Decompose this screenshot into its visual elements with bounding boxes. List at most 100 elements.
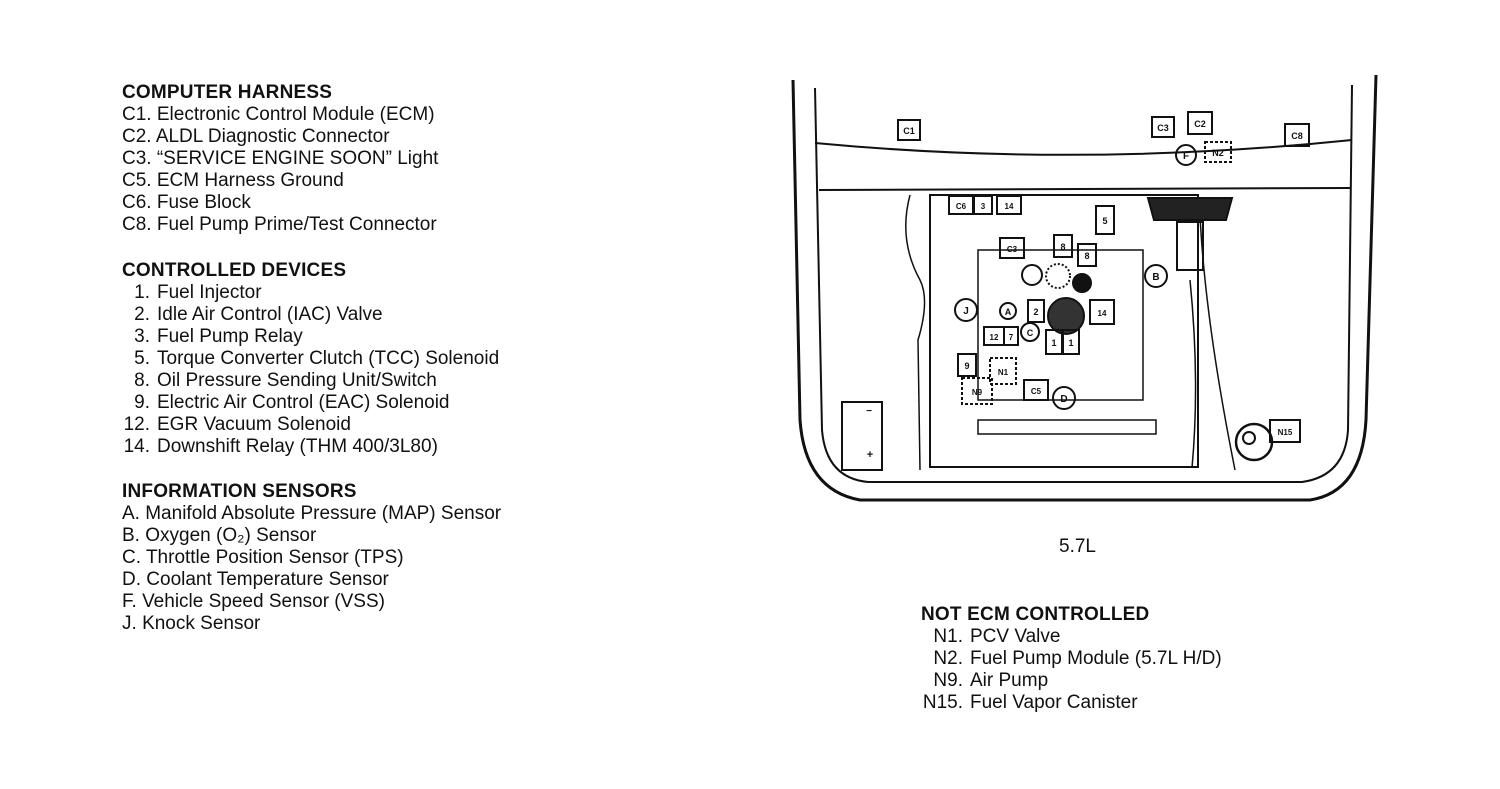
list-item: B. Oxygen (O₂) Sensor <box>122 525 501 547</box>
item-label: Electric Air Control (EAC) Solenoid <box>157 392 450 413</box>
item-code: 3. <box>134 326 150 347</box>
five-box <box>1095 205 1115 235</box>
compartment-inner-outline <box>814 84 1353 483</box>
c8-box <box>1284 123 1310 147</box>
c5-box <box>1023 379 1049 401</box>
item-code: N2. <box>933 648 963 669</box>
a-label: A <box>1005 307 1012 317</box>
computer-harness-section: COMPUTER HARNESS C1. Electronic Control … <box>122 82 438 236</box>
list-item: F. Vehicle Speed Sensor (VSS) <box>122 591 501 613</box>
battery-plus: + <box>867 449 873 461</box>
item-label: Air Pump <box>970 670 1049 691</box>
one2-label: 1 <box>1068 338 1073 348</box>
air-cleaner <box>1146 197 1234 221</box>
one2-box <box>1062 329 1080 355</box>
item-code: F. <box>122 591 137 612</box>
item-label: Oil Pressure Sending Unit/Switch <box>157 370 437 391</box>
fender-left <box>905 194 926 471</box>
item-label: Coolant Temperature Sensor <box>146 569 389 590</box>
c3-label: C3 <box>1157 123 1169 133</box>
item-label: Fuel Injector <box>157 282 262 303</box>
not-ecm-controlled-heading: NOT ECM CONTROLLED <box>921 604 1150 625</box>
c3b-box <box>999 237 1025 259</box>
c1-box <box>897 119 921 141</box>
controlled-devices-heading: CONTROLLED DEVICES <box>122 260 347 281</box>
seven-box <box>1003 326 1019 346</box>
information-sensors-section: INFORMATION SENSORS A. Manifold Absolute… <box>122 481 501 635</box>
item-label: EGR Vacuum Solenoid <box>157 414 351 435</box>
list-item: C1. Electronic Control Module (ECM) <box>122 104 438 126</box>
distributor-cap <box>1021 264 1043 286</box>
d-label: D <box>1060 394 1067 405</box>
engine-caption: 5.7L <box>1059 536 1096 557</box>
list-item: 5. Torque Converter Clutch (TCC) Solenoid <box>122 348 499 370</box>
battery <box>841 401 883 471</box>
list-item: 14.Downshift Relay (THM 400/3L80) <box>122 436 499 458</box>
b-marker <box>1144 264 1168 288</box>
item-label: Fuse Block <box>156 192 251 213</box>
item-code: 9. <box>134 392 150 413</box>
engine-block <box>929 194 1199 468</box>
one1-label: 1 <box>1051 338 1056 348</box>
fender-right <box>1199 214 1236 471</box>
three-box <box>973 195 993 215</box>
item-label: PCV Valve <box>970 626 1061 647</box>
list-item: N1.PCV Valve <box>921 626 1222 648</box>
list-item: C2. ALDL Diagnostic Connector <box>122 126 438 148</box>
list-item: C5. ECM Harness Ground <box>122 170 438 192</box>
c1-label: C1 <box>903 126 915 136</box>
twelve-label: 12 <box>990 333 999 342</box>
n2-box <box>1204 141 1232 163</box>
item-label: Idle Air Control (IAC) Valve <box>157 304 383 325</box>
item-label: Throttle Position Sensor (TPS) <box>145 547 404 568</box>
two-box <box>1027 299 1045 323</box>
item-code: C1. <box>122 104 152 125</box>
hose <box>1189 279 1197 469</box>
n2-label: N2 <box>1212 148 1224 158</box>
list-item: C3. “SERVICE ENGINE SOON” Light <box>122 148 438 170</box>
item-code: N9. <box>933 670 963 691</box>
item-code: D. <box>122 569 141 590</box>
c-marker <box>1020 322 1040 342</box>
item-label: Fuel Pump Module (5.7L H/D) <box>970 648 1222 669</box>
eight-box <box>1053 234 1073 258</box>
c-label: C <box>1027 328 1034 338</box>
list-item: 3.Fuel Pump Relay <box>122 326 499 348</box>
item-code: C3. <box>122 148 152 169</box>
j-label: J <box>963 306 969 317</box>
seven-label: 7 <box>1009 333 1014 342</box>
list-item: 1.Fuel Injector <box>122 282 499 304</box>
three-label: 3 <box>981 202 986 211</box>
item-code: B. <box>122 525 140 546</box>
item-label: Manifold Absolute Pressure (MAP) Sensor <box>145 503 502 524</box>
item-label: Electronic Control Module (ECM) <box>156 104 435 125</box>
fourteen-box <box>996 195 1022 215</box>
intake-manifold <box>977 249 1144 401</box>
nine-box <box>957 353 977 377</box>
item-code: C8. <box>122 214 152 235</box>
n15-box <box>1269 419 1301 443</box>
list-item: J. Knock Sensor <box>122 613 501 635</box>
item-code: 12. <box>123 414 150 435</box>
eight2-box <box>1077 243 1097 267</box>
c5-label: C5 <box>1031 387 1042 396</box>
b-label: B <box>1152 272 1159 283</box>
item-code: C2. <box>122 126 152 147</box>
item-label: Fuel Vapor Canister <box>970 692 1138 713</box>
item-label: Knock Sensor <box>142 613 261 634</box>
n9-label: N9 <box>972 388 983 397</box>
computer-harness-heading: COMPUTER HARNESS <box>122 82 333 103</box>
fuel-filter <box>1176 221 1204 271</box>
c2-label: C2 <box>1194 119 1206 129</box>
item-label: Downshift Relay (THM 400/3L80) <box>157 436 438 457</box>
c3-box <box>1151 116 1175 138</box>
firewall-line <box>818 187 1351 191</box>
list-item: N9. Air Pump <box>921 670 1222 692</box>
item-code: 5. <box>134 348 150 369</box>
eight-label: 8 <box>1060 242 1065 252</box>
item-code: 8. <box>134 370 150 391</box>
item-code: J. <box>122 613 137 634</box>
item-label: Torque Converter Clutch (TCC) Solenoid <box>157 348 500 369</box>
item-code: N15. <box>922 692 963 713</box>
list-item: A. Manifold Absolute Pressure (MAP) Sens… <box>122 503 501 525</box>
